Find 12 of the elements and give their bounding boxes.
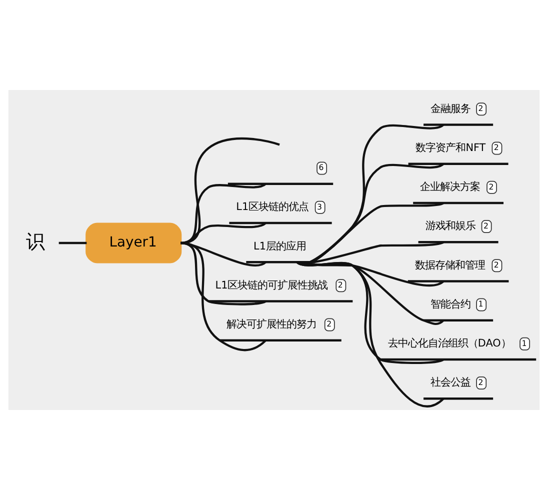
- connector: [180, 242, 266, 306]
- node-text: 识: [26, 230, 45, 253]
- connector: [180, 242, 266, 352]
- connector: [296, 261, 444, 364]
- connector: [296, 261, 444, 408]
- node-text: L1层的应用: [254, 240, 306, 253]
- connector: [180, 182, 266, 244]
- node-box: Layer1: [86, 222, 182, 264]
- connector: [296, 124, 444, 265]
- connector: [180, 137, 280, 244]
- connector: [180, 222, 266, 244]
- connector: [58, 242, 87, 244]
